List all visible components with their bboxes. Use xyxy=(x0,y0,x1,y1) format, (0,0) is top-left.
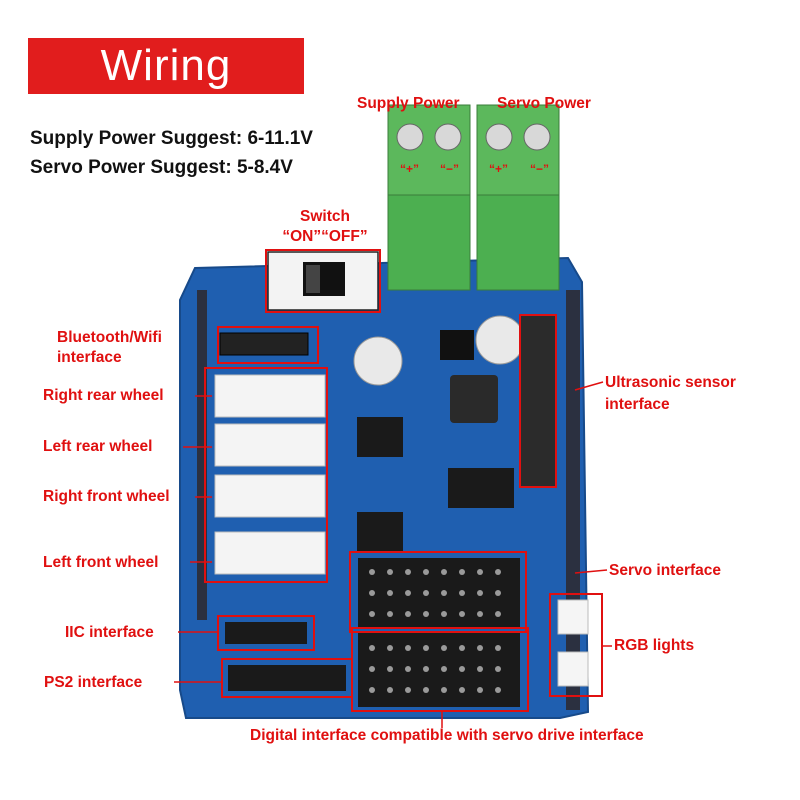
left-edge-header xyxy=(197,290,207,620)
left-rear-wheel-label: Left rear wheel xyxy=(43,438,153,455)
highlight-boxes xyxy=(204,249,603,712)
iic-header xyxy=(225,622,307,644)
chip-driver-1 xyxy=(357,417,403,457)
supply-minus-mark: “−” xyxy=(440,162,460,176)
left-front-wheel-label: Left front wheel xyxy=(43,554,159,571)
right-edge-header xyxy=(566,290,580,710)
ultrasonic-header xyxy=(520,315,556,487)
digital-pin-block xyxy=(358,632,520,707)
supply-power-label: Supply Power xyxy=(357,95,460,112)
supply-power-suggestion: Supply Power Suggest: 6-11.1V xyxy=(30,128,313,149)
supply-terminal-block xyxy=(387,104,471,291)
iic-interface-label: IIC interface xyxy=(65,624,154,641)
motor-connectors xyxy=(214,374,326,575)
digital-interface-label: Digital interface compatible with servo … xyxy=(250,727,644,744)
capacitor-left xyxy=(353,336,403,386)
ps2-interface-label: PS2 interface xyxy=(44,674,143,691)
chip-small xyxy=(440,330,474,360)
servo-pin-block xyxy=(358,558,520,628)
rgb-lights-label: RGB lights xyxy=(614,637,695,654)
ps2-header xyxy=(228,665,346,691)
leader-lines xyxy=(174,381,612,728)
servo-minus-mark: “−” xyxy=(530,162,550,176)
bluetooth-label-line1: Bluetooth/Wifi xyxy=(57,329,162,346)
right-front-wheel-label: Right front wheel xyxy=(43,488,170,505)
ultrasonic-label-line1: Ultrasonic sensor xyxy=(605,374,736,391)
rgb-light-2 xyxy=(557,651,589,687)
bluetooth-label-line2: interface xyxy=(57,349,122,366)
supply-plus-mark: “+” xyxy=(400,162,420,176)
capacitor-right xyxy=(475,315,525,365)
servo-terminal-block xyxy=(476,104,560,291)
servo-power-label: Servo Power xyxy=(497,95,591,112)
servo-plus-mark: “+” xyxy=(489,162,509,176)
servo-power-suggestion: Servo Power Suggest: 5-8.4V xyxy=(30,157,293,178)
switch-label-line2: “ON”“OFF” xyxy=(282,228,368,245)
inductor xyxy=(450,375,498,423)
chip-driver-2 xyxy=(357,512,403,552)
bluetooth-header xyxy=(219,332,309,356)
ultrasonic-highlight xyxy=(519,314,557,488)
pin-dots xyxy=(369,569,501,693)
ultrasonic-label-line2: interface xyxy=(605,396,670,413)
chip-main xyxy=(448,468,514,508)
switch-label-line1: Switch xyxy=(300,208,350,225)
right-rear-wheel-label: Right rear wheel xyxy=(43,387,164,404)
title-banner: Wiring xyxy=(28,38,304,94)
rgb-light-1 xyxy=(557,599,589,635)
servo-interface-label: Servo interface xyxy=(609,562,721,579)
